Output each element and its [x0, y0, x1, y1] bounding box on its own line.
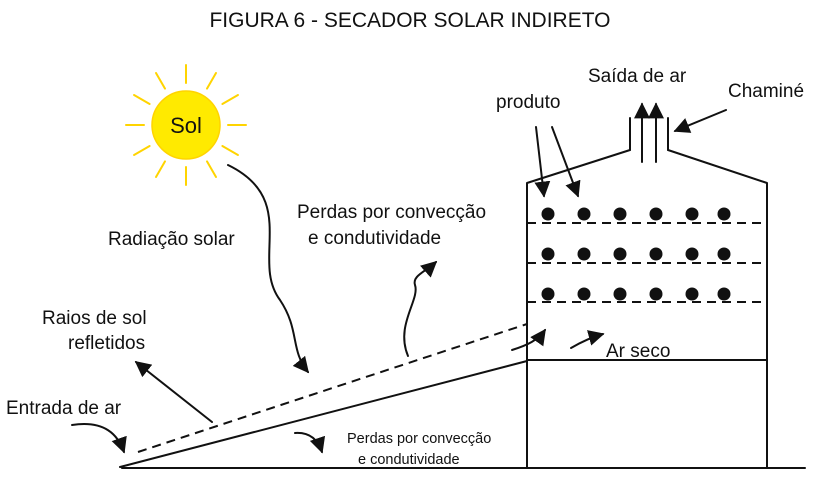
- product-dot-icon: [717, 247, 731, 261]
- product-dot-icon: [613, 287, 627, 301]
- losses-top-label-line1: Perdas por convecção: [297, 202, 486, 223]
- reflected-rays-label-line2: refletidos: [68, 333, 145, 354]
- losses-bottom-label-line2: e condutividade: [358, 452, 460, 468]
- sun-ray: [221, 145, 239, 156]
- product-arrow: [534, 126, 551, 198]
- dry-air-label: Ar seco: [606, 341, 670, 362]
- product-dot-icon: [649, 247, 663, 261]
- product-dot-icon: [717, 207, 731, 221]
- sun-ray: [133, 145, 151, 156]
- chimney-arrow: [673, 109, 727, 133]
- product-trays: [527, 222, 767, 303]
- product-label: produto: [496, 92, 560, 113]
- product-dot-icon: [717, 287, 731, 301]
- sun-rays: [125, 64, 247, 186]
- air-inlet-label: Entrada de ar: [6, 398, 122, 419]
- product-dot-icon: [685, 287, 699, 301]
- product-dot-icon: [577, 287, 591, 301]
- losses-bottom-arrow: [294, 431, 326, 454]
- product-dot-icon: [649, 287, 663, 301]
- losses-bottom-label-line1: Perdas por convecção: [347, 431, 491, 447]
- sun-ray: [206, 72, 217, 90]
- sun-ray: [206, 160, 217, 178]
- product-dot-icon: [613, 207, 627, 221]
- solar-radiation-arrow: [227, 164, 310, 374]
- product-dot-icon: [541, 247, 555, 261]
- product-dot-icon: [541, 207, 555, 221]
- solar-radiation-label: Radiação solar: [108, 229, 235, 250]
- dry-air-arrow-left: [511, 328, 546, 351]
- sun-label: Sol: [170, 113, 202, 138]
- reflected-rays-arrow: [134, 361, 213, 423]
- product-arrow: [551, 126, 581, 198]
- reflected-rays-label-line1: Raios de sol: [42, 308, 147, 329]
- product-dot-icon: [577, 247, 591, 261]
- product-dot-icon: [649, 207, 663, 221]
- product-dot-icon: [685, 207, 699, 221]
- sun-ray: [155, 72, 166, 90]
- product-dot-icon: [613, 247, 627, 261]
- product-dot-icon: [577, 207, 591, 221]
- dry-air-arrow-right: [570, 330, 605, 349]
- sun-icon: Sol: [125, 64, 247, 186]
- product-dot-icon: [685, 247, 699, 261]
- figure-title: FIGURA 6 - SECADOR SOLAR INDIRETO: [209, 9, 610, 32]
- drying-chamber: [526, 149, 768, 469]
- sun-disc: [151, 90, 221, 160]
- collector-base: [119, 360, 528, 468]
- sun-ray: [221, 94, 239, 105]
- sun-ray: [155, 160, 166, 178]
- losses-top-arrow: [403, 260, 438, 357]
- losses-top-label-line2: e condutividade: [308, 228, 441, 249]
- air-outlet-label: Saída de ar: [588, 66, 687, 87]
- sun-ray: [133, 94, 151, 105]
- product-items: [541, 207, 731, 301]
- air-inlet-arrow: [71, 423, 127, 454]
- chimney: [629, 117, 669, 151]
- chimney-label: Chaminé: [728, 81, 804, 102]
- product-dot-icon: [541, 287, 555, 301]
- collector-cover: [137, 323, 528, 453]
